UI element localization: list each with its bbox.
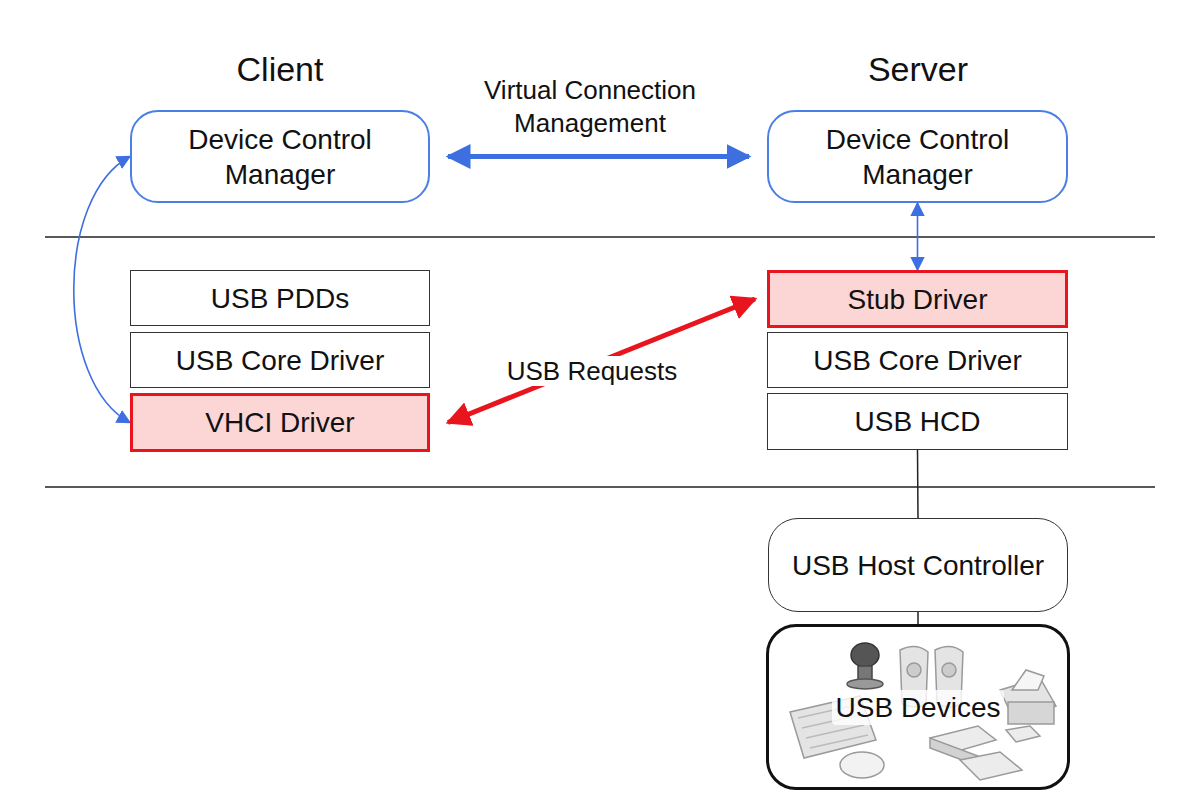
connector — [917, 450, 919, 518]
box-label: USB Core Driver — [813, 343, 1021, 378]
box-label: Device Control Manager — [150, 122, 410, 192]
box-label: USB Core Driver — [176, 343, 384, 378]
box-label: USB Devices — [832, 690, 1005, 725]
edge-label-holder: USB Requests — [482, 355, 702, 388]
connector — [448, 154, 749, 159]
connector — [74, 157, 130, 423]
driver-box: USB Core Driver — [130, 332, 430, 388]
box-label: Device Control Manager — [787, 122, 1048, 192]
box-label: VHCI Driver — [205, 405, 354, 440]
layer-divider — [45, 236, 1155, 238]
hardware-box: USB Host Controller — [768, 518, 1068, 612]
edge-label: Virtual Connection Management — [484, 75, 696, 138]
driver-box: USB HCD — [767, 393, 1068, 450]
driver-box: USB PDDs — [130, 270, 430, 326]
column-heading: Client — [150, 48, 410, 91]
manager-box: Device Control Manager — [130, 110, 430, 203]
edge-label: USB Requests — [503, 356, 682, 386]
edge-label-holder: Virtual Connection Management — [440, 74, 740, 139]
connector — [917, 612, 919, 624]
box-label: Stub Driver — [847, 282, 987, 317]
connector — [448, 299, 755, 423]
connector — [917, 203, 919, 270]
highlight-driver-box: Stub Driver — [767, 270, 1068, 328]
driver-box: USB Core Driver — [767, 332, 1068, 388]
devices-box: USB Devices — [766, 624, 1070, 790]
manager-box: Device Control Manager — [767, 110, 1068, 203]
device-icons — [790, 643, 1056, 780]
box-label: USB HCD — [854, 404, 980, 439]
box-label: USB Host Controller — [792, 548, 1044, 583]
highlight-driver-box: VHCI Driver — [130, 393, 430, 452]
column-heading: Server — [788, 48, 1048, 91]
box-label: USB PDDs — [211, 281, 349, 316]
layer-divider — [45, 486, 1155, 488]
